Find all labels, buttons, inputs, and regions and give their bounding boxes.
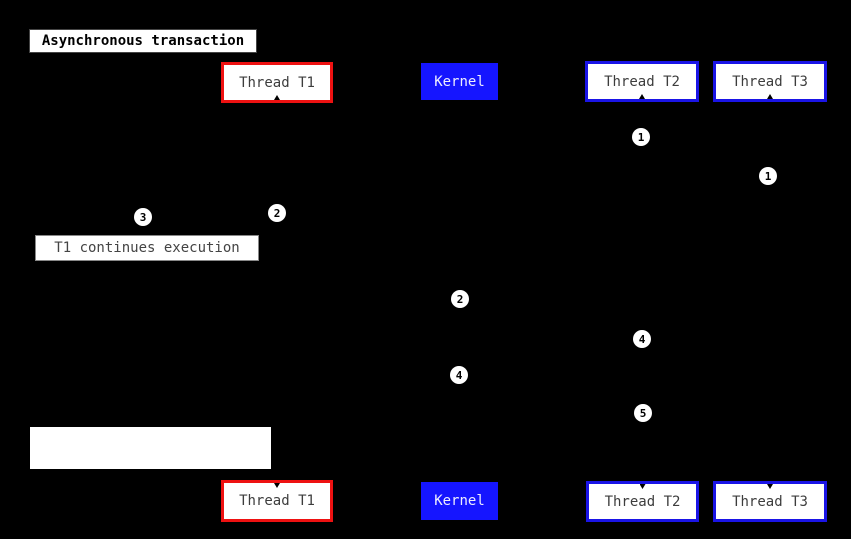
actor-kernel-label: Kernel [434, 493, 485, 509]
actor-thread-t3-bottom: Thread T3 [713, 481, 827, 522]
actor-thread-t3-top: Thread T3 [713, 61, 827, 102]
actor-kernel-top: Kernel [421, 63, 498, 100]
actor-thread-t2-bottom: Thread T2 [586, 481, 699, 522]
actor-thread-t3-label: Thread T3 [732, 493, 808, 510]
step-marker-4-kernel: 4 [450, 366, 468, 384]
actor-thread-t1-bottom: Thread T1 [221, 480, 333, 522]
step-marker-1-thread-t2: 1 [632, 128, 650, 146]
diagram-title: Asynchronous transaction [29, 29, 257, 53]
actor-thread-t1-label: Thread T1 [239, 493, 315, 509]
step-marker-5-thread-t2: 5 [634, 404, 652, 422]
actor-kernel-bottom: Kernel [421, 482, 498, 520]
step-marker-3-left: 3 [134, 208, 152, 226]
step-marker-1-thread-t3: 1 [759, 167, 777, 185]
actor-thread-t3-label: Thread T3 [732, 73, 808, 90]
actor-thread-t2-top: Thread T2 [585, 61, 699, 102]
step-marker-2-kernel: 2 [451, 290, 469, 308]
actor-thread-t1-top: Thread T1 [221, 62, 333, 103]
step-marker-4-thread-t2: 4 [633, 330, 651, 348]
actor-kernel-label: Kernel [434, 73, 485, 90]
actor-thread-t2-label: Thread T2 [604, 493, 681, 510]
step-marker-2-thread-t1: 2 [268, 204, 286, 222]
blank-note-box [30, 427, 271, 469]
note-t1-continues-execution: T1 continues execution [35, 235, 259, 261]
actor-thread-t1-label: Thread T1 [239, 74, 315, 91]
actor-thread-t2-label: Thread T2 [604, 73, 680, 90]
